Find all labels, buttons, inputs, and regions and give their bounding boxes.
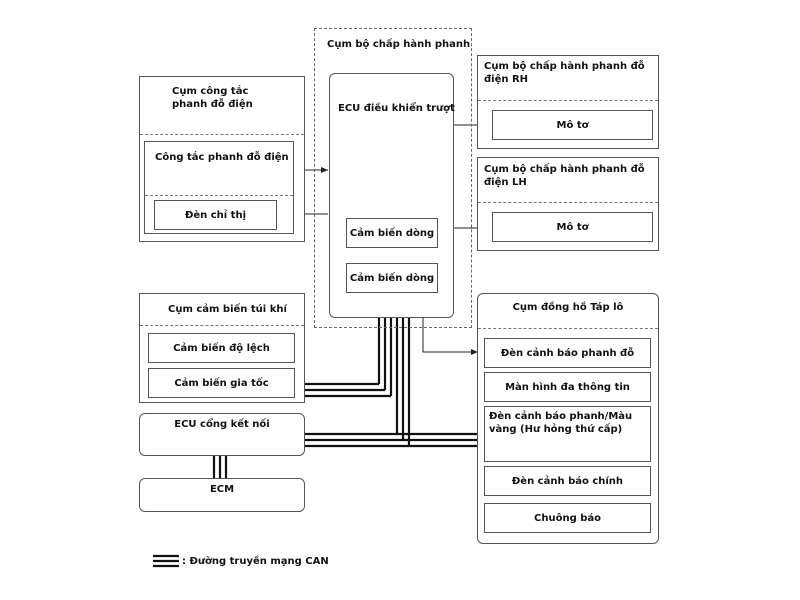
buzzer: Chuông báo [484, 503, 651, 533]
brake-actuator-group [314, 28, 472, 328]
parking-brake-switch-label: Công tắc phanh đỗ điện [155, 152, 289, 163]
acceleration-sensor: Cảm biến gia tốc [148, 368, 295, 398]
airbag-group-divider [140, 325, 304, 326]
airbag-sensor-group-title: Cụm cảm biến túi khí [168, 304, 287, 315]
combination-meter-group-title: Cụm đồng hồ Táp lô [512, 302, 624, 313]
ecm [139, 478, 305, 512]
legend-can-label: : Đường truyền mạng CAN [182, 556, 329, 567]
current-sensor-2: Cảm biến dòng [346, 263, 438, 293]
meter-group-divider [478, 328, 658, 329]
switch-group-divider [140, 134, 304, 135]
brake-actuator-group-title: Cụm bộ chấp hành phanh [327, 39, 471, 50]
indicator-lamp: Đèn chỉ thị [154, 200, 277, 230]
lh-actuator-group-title: Cụm bộ chấp hành phanh đỗ điện LH [484, 164, 645, 188]
multi-information-display: Màn hình đa thông tin [484, 372, 651, 402]
switch-inner-divider [145, 195, 293, 196]
rh-group-divider [478, 100, 658, 101]
gateway-ecu-label: ECU cổng kết nối [174, 419, 270, 430]
can-bus-lines [153, 318, 477, 568]
slip-control-ecu-label: ECU điều khiển trượt [338, 103, 455, 114]
rh-motor: Mô tơ [492, 110, 653, 140]
arrow-ecu-to-parking-warning [422, 318, 478, 355]
yaw-rate-sensor: Cảm biến độ lệch [148, 333, 295, 363]
ecm-label: ECM [209, 484, 235, 495]
current-sensor-1: Cảm biến dòng [346, 218, 438, 248]
lh-motor: Mô tơ [492, 212, 653, 242]
master-warning-lamp: Đèn cảnh báo chính [484, 466, 651, 496]
parking-brake-switch-group-title: Cụm công tắc phanh đỗ điện [172, 86, 253, 110]
rh-actuator-group-title: Cụm bộ chấp hành phanh đỗ điện RH [484, 61, 645, 85]
parking-brake-warning-lamp: Đèn cảnh báo phanh đỗ [484, 338, 651, 368]
lh-group-divider [478, 202, 658, 203]
gateway-ecu [139, 413, 305, 456]
brake-warning-lamp-yellow: Đèn cảnh báo phanh/Màu vàng (Hư hỏng thứ… [484, 406, 651, 462]
